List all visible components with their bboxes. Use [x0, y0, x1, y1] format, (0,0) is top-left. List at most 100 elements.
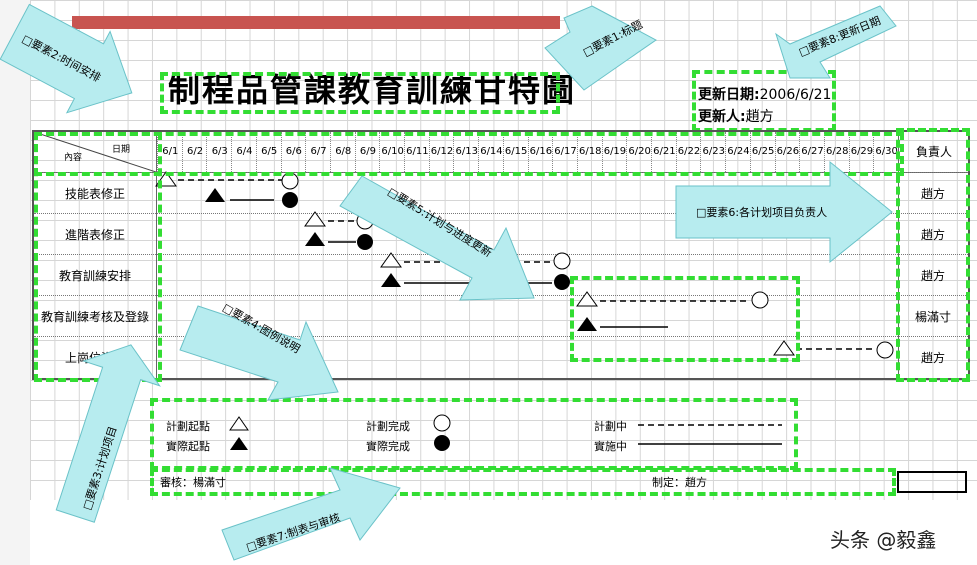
row-owner: 趙方: [920, 187, 945, 201]
row-divider: [34, 213, 968, 214]
row-item-label: 進階表修正: [64, 228, 125, 242]
plan-start-marker: [304, 211, 326, 227]
date-cell: 6/19: [601, 132, 628, 172]
date-cell: 6/28: [823, 132, 850, 172]
actual-start-marker: [205, 188, 225, 202]
plan-start-marker: [380, 252, 402, 268]
legend-plan-done: 計劃完成: [366, 420, 410, 433]
date-cell: 6/9: [354, 132, 381, 172]
date-cell: 6/3: [206, 132, 232, 172]
title-bar-decoration: [72, 16, 560, 29]
date-cell: 6/27: [799, 132, 825, 172]
spreadsheet-grid[interactable]: [30, 0, 977, 500]
date-cell: 6/10: [379, 132, 405, 172]
row-owner: 楊滿寸: [914, 310, 951, 324]
maker-label: 制定：趙方: [652, 476, 707, 489]
legend-symbols: [229, 414, 782, 451]
date-cell: 6/20: [626, 132, 652, 172]
actual-done-marker: [357, 234, 373, 250]
legend-plan-start: 計劃起點: [166, 420, 210, 433]
date-cell: 6/8: [329, 132, 356, 172]
date-cell: 6/17: [552, 132, 578, 172]
updated-by: 更新人:趙方: [698, 106, 774, 126]
plan-done-marker: [553, 252, 571, 270]
date-cell: 6/14: [478, 132, 504, 172]
date-cell: 6/25: [749, 132, 776, 172]
updated-by-label: 更新人:: [698, 109, 746, 125]
row-item-label: 技能表修正: [64, 187, 125, 201]
progress-highlight: [570, 276, 800, 362]
row-owner: 趙方: [920, 351, 945, 365]
plan-done-symbol-icon: [433, 414, 451, 432]
corner-diagonal: [34, 132, 156, 172]
actual-done-symbol-icon: [434, 435, 450, 451]
owner-highlight: [896, 128, 970, 382]
row-divider: [34, 336, 968, 337]
plan-start-marker: [773, 340, 795, 356]
legend-executing: 實施中: [594, 440, 627, 453]
date-cell: 6/5: [255, 132, 282, 172]
callout-6-arrow: [675, 160, 893, 264]
date-cell: 6/18: [576, 132, 603, 172]
corner-date-label: 日期: [112, 145, 131, 155]
sheet-bottom-area: [30, 500, 977, 565]
callout-6-label: □要素6:各计划项目负责人: [696, 206, 828, 219]
date-cell: 6/15: [502, 132, 529, 172]
reviewer-label: 審核：楊滿寸: [160, 476, 226, 489]
corner-cell: 內容 日期: [34, 132, 157, 172]
legend-planning: 計劃中: [594, 420, 627, 433]
date-cell: 6/16: [527, 132, 554, 172]
actual-start-marker: [305, 232, 325, 246]
updated-date-label: 更新日期:: [698, 87, 760, 103]
callout-7-arrow: [221, 467, 401, 561]
updated-by-value: 趙方: [745, 109, 774, 125]
updated-date: 更新日期:2006/6/21: [698, 84, 831, 104]
actual-start-symbol-icon: [230, 437, 248, 450]
callout-4-arrow: [179, 305, 339, 401]
date-cell: 6/22: [675, 132, 702, 172]
selected-cell[interactable]: [897, 471, 967, 493]
legend: 計劃起點 實際起點 計劃完成 實際完成 計劃中 實施中: [152, 398, 792, 466]
page-title: 制程品管課教育訓練甘特圖: [168, 71, 577, 109]
date-cell: 6/24: [725, 132, 751, 172]
watermark: 头条 @毅鑫: [830, 528, 937, 552]
title-highlight-box: [160, 72, 560, 114]
corner-content-label: 內容: [64, 153, 83, 163]
actual-done-marker: [554, 274, 570, 290]
date-cell: 6/23: [700, 132, 726, 172]
actual-start-marker: [381, 273, 401, 287]
row-item-label: 教育訓練考核及登錄: [40, 310, 149, 324]
plan-start-marker: [576, 291, 598, 307]
plan-done-marker: [876, 341, 894, 359]
date-cell: 6/21: [651, 132, 677, 172]
date-cell: 6/29: [848, 132, 875, 172]
date-cell: 6/26: [774, 132, 801, 172]
date-cell: 6/11: [404, 132, 430, 172]
plan-start-symbol-icon: [229, 416, 249, 431]
row-item-label: 教育訓練安排: [58, 269, 131, 283]
callout-1-arrow: [544, 5, 657, 91]
legend-actual-start: 實際起點: [166, 440, 210, 453]
row-owner: 趙方: [920, 269, 945, 283]
actual-done-marker: [282, 192, 298, 208]
date-cell: 6/13: [453, 132, 479, 172]
legend-actual-done: 實際完成: [366, 440, 410, 453]
callout-3-arrow: [55, 344, 161, 523]
actual-start-marker: [577, 317, 597, 331]
date-cell: 6/6: [280, 132, 307, 172]
callout-8-arrow: [775, 5, 897, 79]
plan-done-marker: [751, 291, 769, 309]
date-cell: 6/12: [428, 132, 455, 172]
footer-highlight: [150, 468, 896, 496]
callout-2-arrow: [0, 3, 133, 114]
date-cell: 6/4: [231, 132, 257, 172]
date-cell: 6/1: [157, 132, 183, 172]
row-owner: 趙方: [920, 228, 945, 242]
date-cell: 6/2: [181, 132, 208, 172]
date-cell: 6/30: [873, 132, 899, 172]
updated-date-value: 2006/6/21: [759, 87, 832, 103]
callout-5-arrow: [339, 175, 535, 301]
date-cell: 6/7: [305, 132, 331, 172]
